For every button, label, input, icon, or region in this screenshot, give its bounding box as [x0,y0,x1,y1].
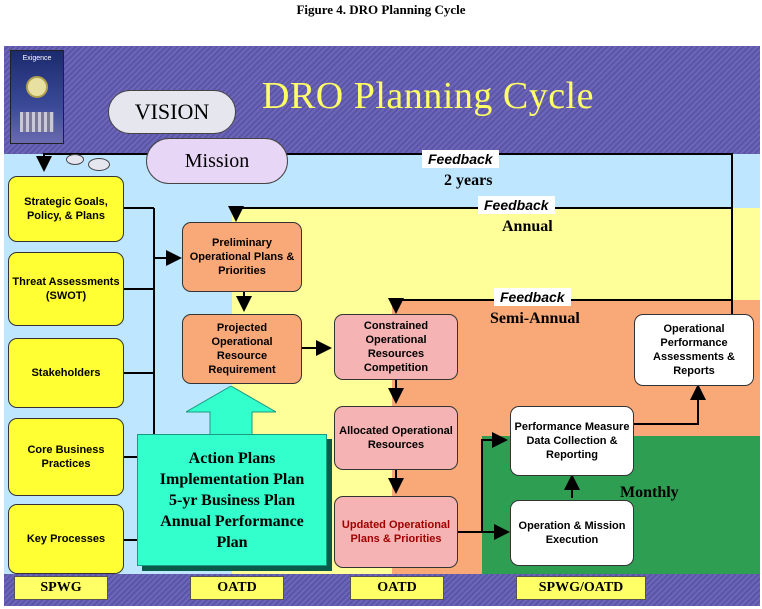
vision-label: VISION [134,99,210,124]
performance-assessments-box: Operational Performance Assessments & Re… [634,314,754,386]
footer-oatd-1: OATD [190,576,284,600]
footer-spwg: SPWG [14,576,108,600]
performance-data-box: Performance Measure Data Collection & Re… [510,406,634,476]
action-plans-line: Implementation Plan [159,470,305,488]
mission-label: Mission [184,149,250,172]
cloud-bubble [66,154,84,165]
period-annual: Annual [502,218,553,235]
footer-spwg-oatd: SPWG/OATD [516,576,646,600]
logo: Exigence [10,50,64,144]
constrained-resources-box: Constrained Operational Resources Compet… [334,314,458,380]
figure-caption: Figure 4. DRO Planning Cycle [296,2,466,17]
feedback-label-2-years: Feedback [422,150,499,168]
preliminary-plans-box: Preliminary Operational Plans & Prioriti… [182,222,302,292]
action-plans-box: Action Plans Implementation Plan 5-yr Bu… [137,434,327,566]
strategic-goals-box: Strategic Goals, Policy, & Plans [8,176,124,242]
diagram-slide: Exigence DRO Planning Cycle [4,46,760,606]
period-monthly: Monthly [620,484,679,501]
up-arrow-shape [186,386,276,436]
vision-cloud: VISION [108,90,236,134]
building-icon [20,112,54,132]
action-plans-line: Annual Performance [160,512,304,530]
mission-cloud: Mission [146,138,288,184]
allocated-resources-box: Allocated Operational Resources [334,406,458,470]
threat-assessments-box: Threat Assessments (SWOT) [8,252,124,326]
period-semi-annual: Semi-Annual [490,310,580,327]
action-plans-line: Action Plans [188,449,276,467]
seal-icon [26,76,48,98]
projected-requirement-box: Projected Operational Resource Requireme… [182,314,302,384]
logo-text: Exigence [22,55,52,62]
stakeholders-box: Stakeholders [8,338,124,408]
operation-execution-box: Operation & Mission Execution [510,500,634,566]
updated-plans-box: Updated Operational Plans & Priorities [334,496,458,568]
action-plans-line: 5-yr Business Plan [169,491,295,509]
period-2-years: 2 years [444,172,493,189]
footer-oatd-2: OATD [350,576,444,600]
slide-title: DRO Planning Cycle [262,75,594,117]
feedback-label-semi-annual: Feedback [494,288,571,306]
connector-lines [36,153,733,541]
feedback-label-annual: Feedback [478,196,555,214]
key-processes-box: Key Processes [8,504,124,574]
action-plans-line: Plan [216,533,248,551]
cloud-bubble [88,158,110,171]
core-business-practices-box: Core Business Practices [8,418,124,496]
